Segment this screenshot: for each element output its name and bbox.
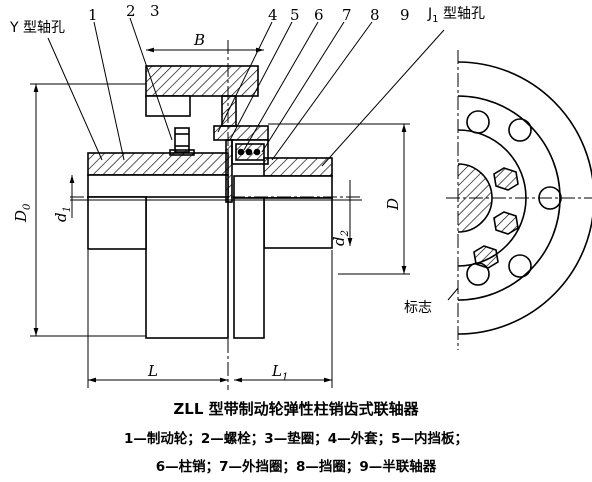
label-part-4: 4 bbox=[268, 6, 278, 24]
half-coupling-section bbox=[263, 157, 333, 177]
dimension-lines bbox=[30, 17, 487, 388]
pin-hole bbox=[466, 110, 490, 134]
dim-L: L bbox=[147, 362, 158, 380]
bolt-head bbox=[493, 211, 519, 235]
caption-title: ZLL 型带制动轮弹性柱销齿式联轴器 bbox=[173, 400, 419, 418]
bolt bbox=[174, 127, 190, 153]
brake-wheel-rim bbox=[145, 65, 259, 97]
dim-B: B bbox=[193, 31, 205, 49]
label-y-bore: Y 型轴孔 bbox=[9, 20, 65, 36]
dim-D: D bbox=[384, 198, 402, 211]
left-hub-section bbox=[87, 152, 229, 176]
label-part-9: 9 bbox=[400, 6, 410, 24]
left-hub-bore bbox=[87, 174, 229, 198]
caption-legend-line-2: 6—柱销；7—外挡圈；8—挡圈；9—半联轴器 bbox=[155, 459, 437, 475]
pin-hole bbox=[508, 254, 532, 278]
pin-hole bbox=[508, 118, 532, 142]
outer-sleeve bbox=[213, 125, 269, 141]
dim-d2: d2 bbox=[330, 230, 351, 246]
half-coupling-lower bbox=[263, 197, 333, 249]
label-part-8: 8 bbox=[370, 6, 380, 24]
label-part-2: 2 bbox=[126, 2, 136, 20]
left-hub-lower bbox=[87, 196, 147, 250]
end-view bbox=[446, 50, 592, 350]
label-mark: 标志 bbox=[404, 300, 432, 316]
label-part-1: 1 bbox=[88, 6, 98, 24]
side-view bbox=[70, 40, 362, 390]
label-part-6: 6 bbox=[314, 6, 324, 24]
label-part-5: 5 bbox=[290, 6, 300, 24]
bolt-head bbox=[473, 245, 499, 269]
half-coupling-body bbox=[233, 175, 333, 199]
pin-hole bbox=[538, 186, 562, 210]
bolt-head bbox=[493, 167, 519, 191]
dim-D0: D0 bbox=[12, 203, 33, 223]
label-j1-bore: J1 型轴孔 bbox=[427, 6, 485, 25]
inner-plate bbox=[225, 139, 233, 203]
label-part-7: 7 bbox=[342, 6, 352, 24]
brake-wheel-body bbox=[145, 181, 229, 339]
dim-L1: L1 bbox=[271, 362, 288, 383]
caption-legend-line-1: 1—制动轮；2—螺栓；3—垫圈；4—外套；5—内挡板； bbox=[124, 431, 468, 447]
dim-d1: d1 bbox=[52, 206, 73, 222]
bolt-washer bbox=[169, 149, 195, 156]
label-part-3: 3 bbox=[150, 2, 160, 20]
